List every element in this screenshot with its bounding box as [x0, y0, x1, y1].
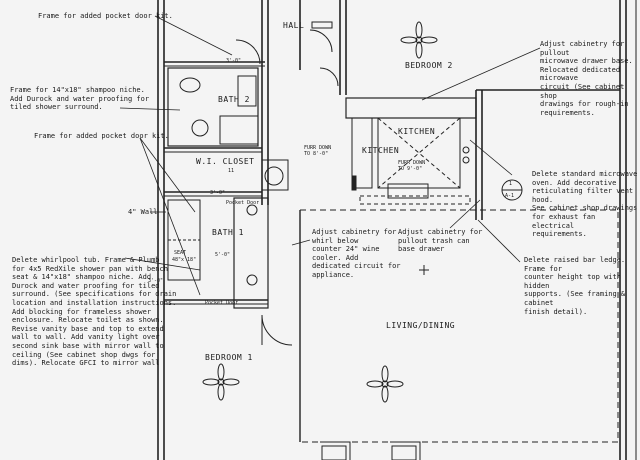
note-trash-can: Adjust cabinetry for pullout trash can b…: [398, 228, 483, 254]
note-pocket-door-top: Frame for added pocket door kit.: [38, 12, 173, 20]
section-number: 1: [509, 181, 513, 187]
note-std-microwave: Delete standard microwave oven. Add deco…: [532, 170, 638, 239]
pocket-door-label: Pocket Door: [226, 200, 260, 206]
dimension-label: 3'-0": [226, 58, 242, 64]
room-label-wi-closet: W.I. CLOSET: [196, 157, 255, 166]
furr-down-label: FURR DOWN TO 9'-0": [398, 160, 426, 172]
pocket-door-label: Pocket Door: [205, 300, 239, 306]
room-label-kitchen-side: KITCHEN: [362, 146, 400, 155]
furr-down-label: FURR DOWN TO 8'-0": [304, 145, 332, 157]
section-sheet: A-1: [505, 193, 515, 199]
seat-dims-label: 48"x 18": [172, 257, 197, 263]
room-label-bedroom-1: BEDROOM 1: [205, 353, 253, 362]
note-bar-ledge: Delete raised bar ledge. Frame for count…: [524, 256, 626, 316]
closet-number: 11: [228, 168, 235, 174]
room-label-hall: HALL: [283, 21, 305, 30]
note-microwave-drawer: Adjust cabinetry for pullout microwave d…: [540, 40, 633, 117]
dimension-label: 3'-0": [148, 278, 164, 284]
note-below-counter: Adjust cabinetry for whirl below counter…: [312, 228, 401, 279]
room-label-bath-2: BATH 2: [218, 95, 250, 104]
room-label-bedroom-2: BEDROOM 2: [405, 61, 453, 70]
room-label-bath-1: BATH 1: [212, 228, 244, 237]
note-whirlpool: Delete whirlpool tub. Frame & Plumb for …: [12, 256, 177, 368]
room-label-kitchen: KITCHEN: [398, 127, 436, 136]
dimension-label: 5'-0": [215, 252, 231, 258]
seat-label: SEAT: [174, 250, 187, 256]
note-4in-wall: 4" Wall: [128, 208, 158, 216]
note-pocket-door-mid: Frame for added pocket door kit.: [34, 132, 169, 140]
dimension-label: 3'-0": [210, 190, 226, 196]
note-shampoo-niche: Frame for 14"x18" shampoo niche. Add Dur…: [10, 86, 150, 112]
room-label-living-dining: LIVING/DINING: [386, 321, 456, 330]
